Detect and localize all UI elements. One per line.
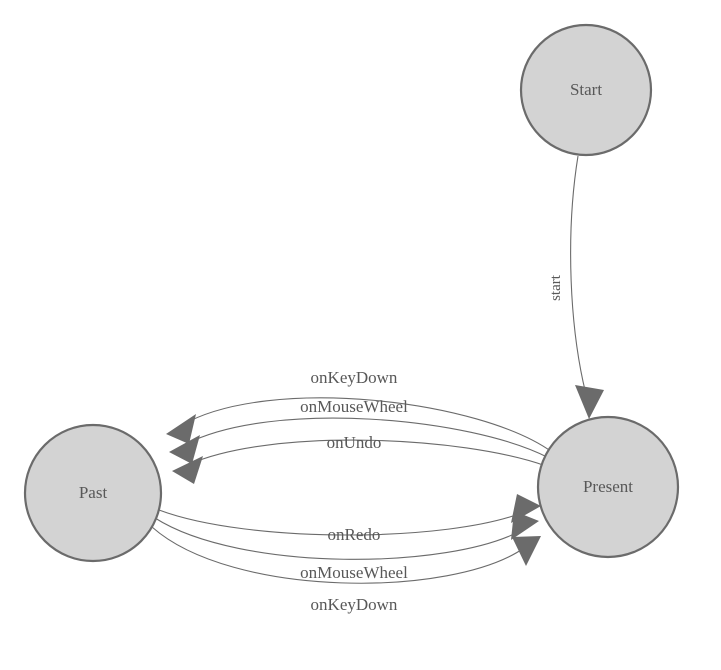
edge-past-to-present-onmousewheel[interactable]: onMouseWheel	[154, 511, 539, 582]
edge-present-to-past-onmousewheel-path	[185, 417, 550, 459]
edge-past-to-present-onredo[interactable]: onRedo	[158, 494, 541, 544]
edge-past-to-present-onredo-path	[158, 509, 525, 536]
edge-present-to-past-onmousewheel[interactable]: onMouseWheel	[169, 397, 550, 464]
edge-past-to-present-onkeydown-path	[151, 526, 525, 584]
edge-label-upper-onkeydown: onKeyDown	[311, 368, 398, 387]
edge-start-to-present-arrowhead	[575, 385, 604, 419]
edge-past-to-present-onmousewheel-arrowhead	[511, 511, 539, 540]
node-start-circle	[519, 23, 653, 157]
node-past-circle	[23, 423, 163, 563]
edge-label-lower-onmousewheel: onMouseWheel	[300, 563, 408, 582]
edge-label-lower-onkeydown: onKeyDown	[311, 595, 398, 614]
node-start-label: Start	[570, 80, 602, 99]
edge-present-to-past-onkeydown-path	[181, 397, 553, 453]
edge-past-to-present-onkeydown-arrowhead	[512, 536, 541, 566]
edge-present-to-past-onkeydown[interactable]: onKeyDown	[166, 368, 553, 453]
edge-present-to-past-onkeydown-arrowhead	[166, 414, 196, 444]
node-past[interactable]: Past	[23, 423, 163, 563]
edge-past-to-present-onkeydown[interactable]: onKeyDown	[151, 526, 541, 614]
edge-label-upper-onmousewheel: onMouseWheel	[300, 397, 408, 416]
edge-start-to-present-path	[570, 155, 590, 407]
edge-label-start: start	[548, 274, 564, 301]
edge-present-to-past-onundo[interactable]: onUndo	[172, 433, 547, 484]
node-present-circle	[536, 415, 680, 559]
node-past-label: Past	[79, 483, 108, 502]
edge-present-to-past-onundo-arrowhead	[172, 456, 203, 484]
edge-label-upper-onundo: onUndo	[327, 433, 382, 452]
edge-start-to-present[interactable]: start	[548, 155, 604, 419]
node-start[interactable]: Start	[519, 23, 653, 157]
edge-label-lower-onredo: onRedo	[328, 525, 381, 544]
edge-present-to-past-onundo-path	[189, 439, 547, 467]
edge-past-to-present-onmousewheel-path	[154, 517, 523, 560]
node-present-label: Present	[583, 477, 633, 496]
node-present[interactable]: Present	[536, 415, 680, 559]
edge-present-to-past-onmousewheel-arrowhead	[169, 435, 200, 464]
